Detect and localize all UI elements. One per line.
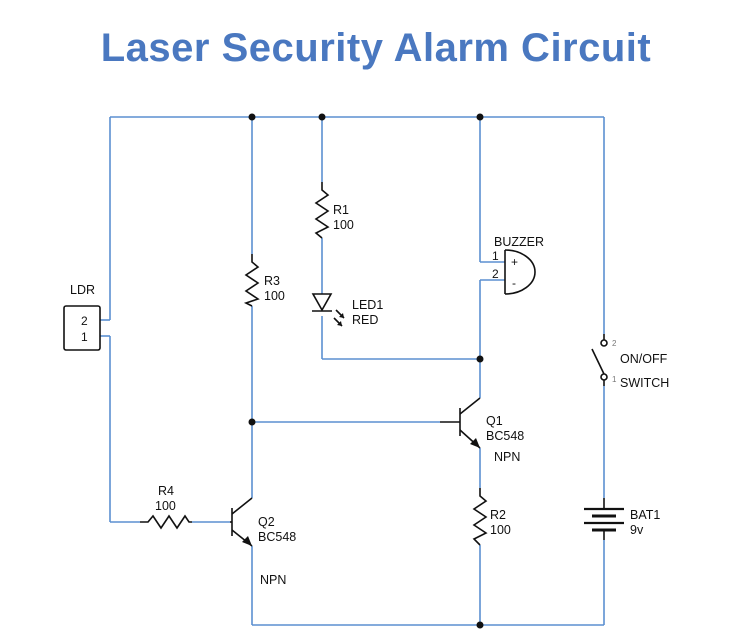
buzzer-pin2-label: 2 <box>492 267 499 281</box>
ldr: LDR 2 1 <box>63 283 101 351</box>
resistor-r1: R1 100 <box>314 182 354 239</box>
buzzer-plus-label: + <box>511 255 518 269</box>
resistor-r2: R2 100 <box>472 488 511 546</box>
switch: 2 1 ON/OFF SWITCH <box>591 334 669 390</box>
buzzer-ref-label: BUZZER <box>494 235 544 249</box>
resistor-r3: R3 100 <box>243 254 285 307</box>
q2-part-label: BC548 <box>258 530 296 544</box>
resistor-r4: R4 100 <box>140 484 192 530</box>
q2-emitter-arrow <box>242 536 252 546</box>
led1-value-label: RED <box>352 313 378 327</box>
switch-contact <box>600 339 608 347</box>
junction-dot <box>248 418 256 426</box>
junction-dot <box>476 355 484 363</box>
q1-type-label: NPN <box>494 450 520 464</box>
q1-part-label: BC548 <box>486 429 524 443</box>
page-title: Laser Security Alarm Circuit <box>100 26 652 70</box>
q2-type-label: NPN <box>260 573 286 587</box>
battery-bat1: BAT1 9v <box>584 498 660 540</box>
r1-ref-label: R1 <box>333 203 349 217</box>
junction-dot <box>476 113 484 121</box>
buzzer-body <box>504 249 536 295</box>
switch-lever <box>591 348 605 375</box>
resistor-r1-symbol <box>314 182 330 239</box>
led-arrow-head <box>337 321 342 326</box>
buzzer-pin1-label: 1 <box>492 249 499 263</box>
bat1-value-label: 9v <box>630 523 644 537</box>
r4-ref-label: R4 <box>158 484 174 498</box>
led-triangle <box>311 293 333 312</box>
q2-ref-label: Q2 <box>258 515 275 529</box>
ldr-body <box>63 305 101 351</box>
switch-pin1-label: 1 <box>612 375 617 384</box>
junction-dot <box>318 113 326 121</box>
switch-line2-label: SWITCH <box>620 376 669 390</box>
led-arrow-head <box>339 313 344 318</box>
switch-line1-label: ON/OFF <box>620 352 668 366</box>
switch-pin2-label: 2 <box>612 339 617 348</box>
r4-value-label: 100 <box>155 499 176 513</box>
resistor-r3-symbol <box>243 254 260 307</box>
r2-value-label: 100 <box>490 523 511 537</box>
q1-emitter-arrow <box>470 438 480 448</box>
r3-value-label: 100 <box>264 289 285 303</box>
junctions <box>248 113 484 629</box>
r3-ref-label: R3 <box>264 274 280 288</box>
buzzer-minus-label: - <box>512 276 516 290</box>
q1-collector-lead <box>459 397 481 415</box>
bat1-ref-label: BAT1 <box>630 508 660 522</box>
buzzer: BUZZER 1 2 + - <box>492 235 544 295</box>
ldr-pin2-label: 2 <box>81 314 88 328</box>
switch-contact <box>600 373 608 381</box>
q1-ref-label: Q1 <box>486 414 503 428</box>
r2-ref-label: R2 <box>490 508 506 522</box>
resistor-r2-symbol <box>472 488 488 546</box>
wires <box>100 116 605 626</box>
resistor-r4-symbol <box>140 514 192 530</box>
r1-value-label: 100 <box>333 218 354 232</box>
transistor-q1: Q1 BC548 NPN <box>440 397 524 464</box>
led1-ref-label: LED1 <box>352 298 383 312</box>
q2-collector-lead <box>231 497 253 515</box>
ldr-ref-label: LDR <box>70 283 95 297</box>
ldr-pin1-label: 1 <box>81 330 88 344</box>
junction-dot <box>248 113 256 121</box>
led-led1: LED1 RED <box>311 293 383 327</box>
junction-dot <box>476 621 484 629</box>
transistor-q2: Q2 BC548 NPN <box>230 497 296 587</box>
